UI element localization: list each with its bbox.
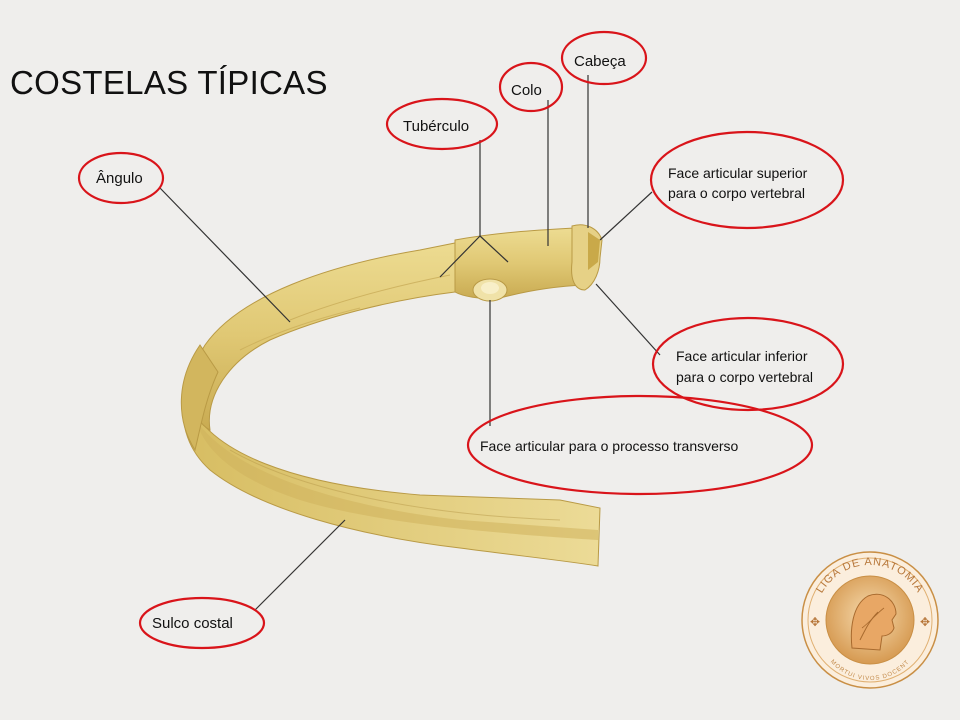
leader-face-inferior — [596, 284, 660, 355]
leader-face-superior — [600, 192, 652, 240]
label-colo: Colo — [511, 82, 542, 99]
svg-text:✥: ✥ — [810, 615, 820, 629]
label-cabeca: Cabeça — [574, 53, 626, 70]
rib-bone — [181, 225, 602, 566]
leader-angulo — [160, 188, 290, 322]
label-face-inferior-line1: Face articular inferior — [676, 348, 808, 364]
liga-anatomia-logo: ✥ ✥ LIGA DE ANATOMIA MORTUI VIVOS DOCENT — [802, 552, 938, 688]
label-sulco: Sulco costal — [152, 615, 233, 632]
label-tuberculo: Tubérculo — [403, 118, 469, 135]
label-angulo: Ângulo — [96, 170, 143, 187]
label-face-superior-line2: para o corpo vertebral — [668, 185, 805, 201]
label-face-superior-line1: Face articular superior — [668, 165, 808, 181]
rib-shaft-curve — [191, 240, 474, 430]
label-face-processo: Face articular para o processo transvers… — [480, 438, 739, 454]
rib-shaft-lower — [183, 395, 600, 566]
label-face-inferior-line2: para o corpo vertebral — [676, 369, 813, 385]
leader-sulco — [255, 520, 345, 610]
svg-text:✥: ✥ — [920, 615, 930, 629]
circle-face-inferior — [653, 318, 843, 410]
